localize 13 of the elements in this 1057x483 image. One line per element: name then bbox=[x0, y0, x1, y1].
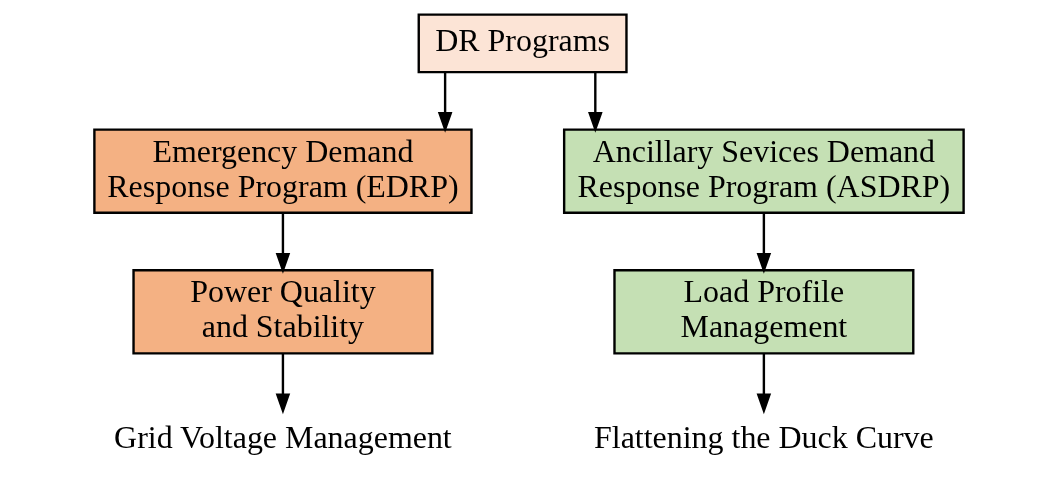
node-box: Power Quality and Stability bbox=[131, 269, 434, 355]
arrow bbox=[275, 353, 290, 415]
node-box: DR Programs bbox=[417, 13, 628, 74]
arrow bbox=[275, 213, 290, 274]
arrow bbox=[756, 353, 771, 415]
node-text: Flattening the Duck Curve bbox=[593, 419, 934, 455]
node-box: Ancillary Sevices Demand Response Program (ASDRP) bbox=[562, 128, 965, 214]
arrow bbox=[756, 213, 771, 274]
node-box: Load Profile Management bbox=[612, 269, 914, 355]
node-box: Emergency Demand Response Program (EDRP) bbox=[92, 128, 473, 214]
node-text: Grid Voltage Management bbox=[113, 419, 452, 455]
arrow bbox=[587, 72, 603, 133]
arrow bbox=[437, 72, 452, 133]
